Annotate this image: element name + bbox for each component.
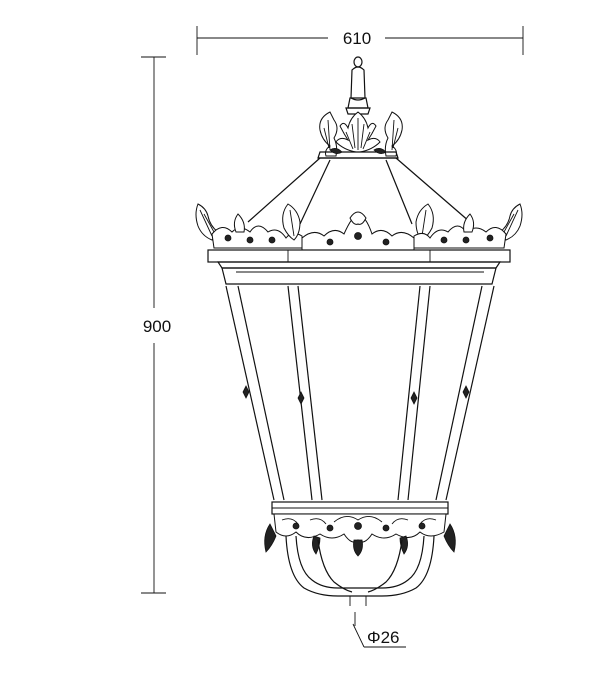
lantern-body	[225, 285, 495, 515]
height-dimension-label: 900	[143, 317, 171, 336]
roof	[247, 157, 471, 225]
width-dimension: 610	[196, 26, 524, 55]
diameter-callout: Φ26	[352, 612, 406, 648]
cornice	[207, 249, 511, 285]
bottom-stem	[349, 596, 367, 606]
height-dimension: 900	[141, 56, 171, 594]
finial	[345, 56, 371, 115]
bottom-ornament	[264, 513, 456, 557]
diameter-label: Φ26	[367, 628, 399, 647]
width-dimension-label: 610	[343, 29, 371, 48]
crown-ornament	[317, 111, 403, 159]
roof-cresting	[195, 203, 523, 251]
bottom-brackets	[285, 535, 435, 597]
